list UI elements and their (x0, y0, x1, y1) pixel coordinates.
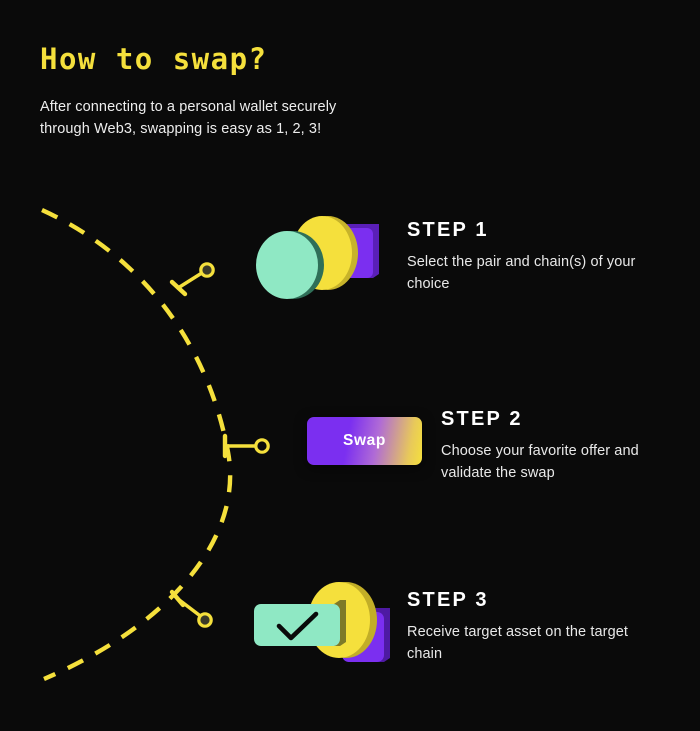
step-1-description: Select the pair and chain(s) of your cho… (407, 254, 636, 293)
step-1-graphic (248, 203, 393, 303)
step-3-node (169, 589, 213, 628)
step-2-text-block: STEP 2 Choose your favorite offer and va… (441, 407, 691, 485)
step-2-description: Choose your favorite offer and validate … (441, 443, 639, 482)
swap-button[interactable]: Swap (307, 417, 422, 465)
swap-button-label: Swap (343, 432, 386, 449)
checkmark-icon (276, 611, 319, 641)
step-3-heading: STEP 3 (407, 589, 489, 611)
step-1-text-block: STEP 1 Select the pair and chain(s) of y… (407, 218, 657, 296)
step-3-description: Receive target asset on the target chain (407, 624, 629, 663)
page-subtitle: After connecting to a personal wallet se… (40, 98, 337, 138)
dashed-arc-path (41, 207, 233, 682)
mint-check-panel-icon (254, 600, 346, 646)
step-2-graphic: Swap (307, 417, 425, 467)
step-1-node (169, 262, 215, 297)
mint-coin-icon (256, 231, 324, 299)
page-title: How to swap? (40, 42, 268, 76)
step-3-graphic (250, 572, 395, 667)
step-2-heading: STEP 2 (441, 408, 523, 430)
header: How to swap? After connecting to a perso… (40, 42, 460, 141)
step-3-text-block: STEP 3 Receive target asset on the targe… (407, 588, 657, 666)
step-2-node (222, 433, 270, 459)
step-1-heading: STEP 1 (407, 219, 489, 241)
